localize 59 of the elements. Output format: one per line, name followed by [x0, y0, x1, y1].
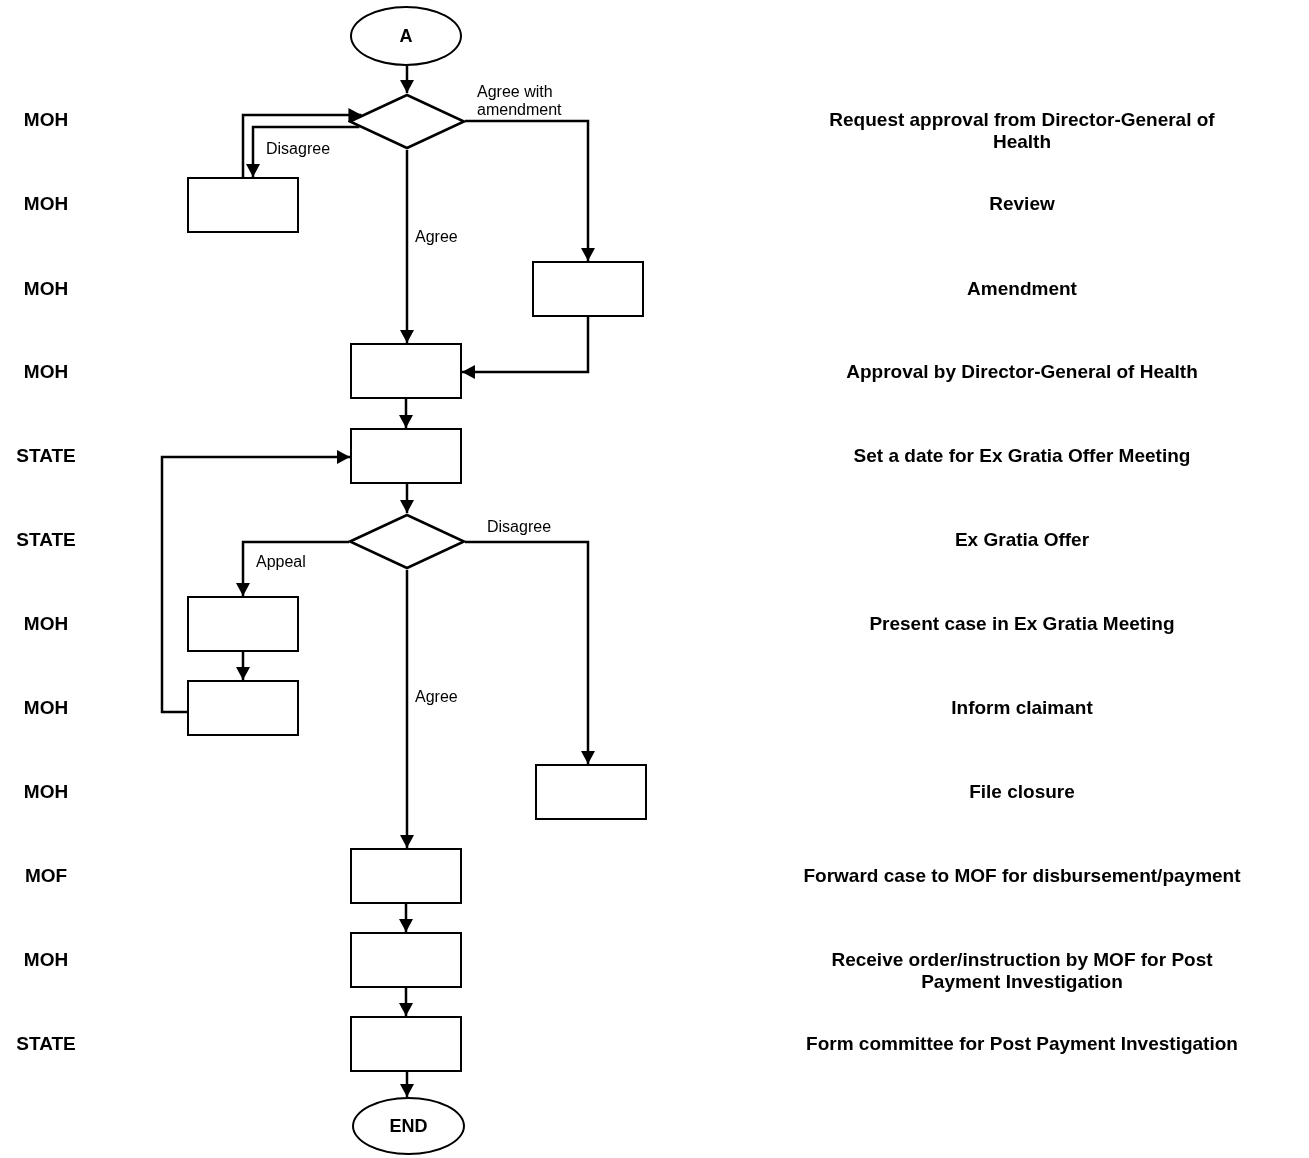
node-label: A — [399, 25, 413, 47]
agency-label: MOH — [22, 361, 70, 383]
edge-label: Appeal — [255, 553, 307, 571]
process-box — [350, 1016, 462, 1072]
edge-label: Agree — [414, 688, 459, 706]
agency-label: MOH — [22, 278, 70, 300]
step-description: Form committee for Post Payment Investigation — [805, 1033, 1239, 1055]
arrow — [399, 399, 413, 428]
agency-label: MOH — [22, 193, 70, 215]
arrow — [462, 317, 590, 379]
arrow — [241, 108, 362, 177]
step-description: Request approval from Director-General of Health — [828, 109, 1216, 153]
process-box — [187, 596, 299, 652]
step-description: Ex Gratia Offer — [953, 529, 1091, 551]
edge-label: Agree — [414, 228, 459, 246]
process-box — [532, 261, 644, 317]
process-box — [350, 343, 462, 399]
agency-label: STATE — [15, 445, 77, 467]
step-description: Set a date for Ex Gratia Offer Meeting — [852, 445, 1192, 467]
agency-label: MOH — [22, 949, 70, 971]
agency-label: MOH — [22, 613, 70, 635]
decision-diamond — [348, 513, 466, 570]
step-description: Forward case to MOF for disbursement/payment — [802, 865, 1242, 887]
node-label: END — [389, 1115, 428, 1137]
step-description: Review — [988, 193, 1056, 215]
agency-label: MOH — [22, 781, 70, 803]
arrow — [464, 119, 595, 261]
decision-diamond — [348, 93, 466, 150]
edge-label: Disagree — [486, 518, 553, 536]
step-description: File closure — [968, 781, 1076, 803]
arrow — [160, 450, 350, 714]
agency-label: MOH — [22, 109, 70, 131]
step-description: Approval by Director-General of Health — [845, 361, 1199, 383]
arrow — [399, 904, 413, 932]
agency-label: STATE — [15, 1033, 77, 1055]
process-box — [535, 764, 647, 820]
edge-label: Disagree — [265, 140, 332, 158]
step-description: Present case in Ex Gratia Meeting — [868, 613, 1176, 635]
process-box — [350, 848, 462, 904]
agency-label: MOH — [22, 697, 70, 719]
arrow — [399, 988, 413, 1016]
arrow — [400, 66, 414, 93]
step-description: Amendment — [966, 278, 1078, 300]
arrow — [400, 1072, 414, 1097]
arrow — [464, 540, 595, 764]
arrow — [400, 570, 414, 848]
process-box — [187, 177, 299, 233]
process-box — [350, 932, 462, 988]
arrow — [400, 484, 414, 513]
process-box — [350, 428, 462, 484]
step-description: Receive order/instruction by MOF for Post Payment Investigation — [830, 949, 1214, 993]
arrow — [236, 652, 250, 680]
arrow — [236, 540, 350, 596]
step-description: Inform claimant — [950, 697, 1094, 719]
agency-label: MOF — [23, 865, 69, 887]
agency-label: STATE — [15, 529, 77, 551]
process-box — [187, 680, 299, 736]
arrow — [246, 125, 360, 177]
arrow — [400, 150, 414, 343]
